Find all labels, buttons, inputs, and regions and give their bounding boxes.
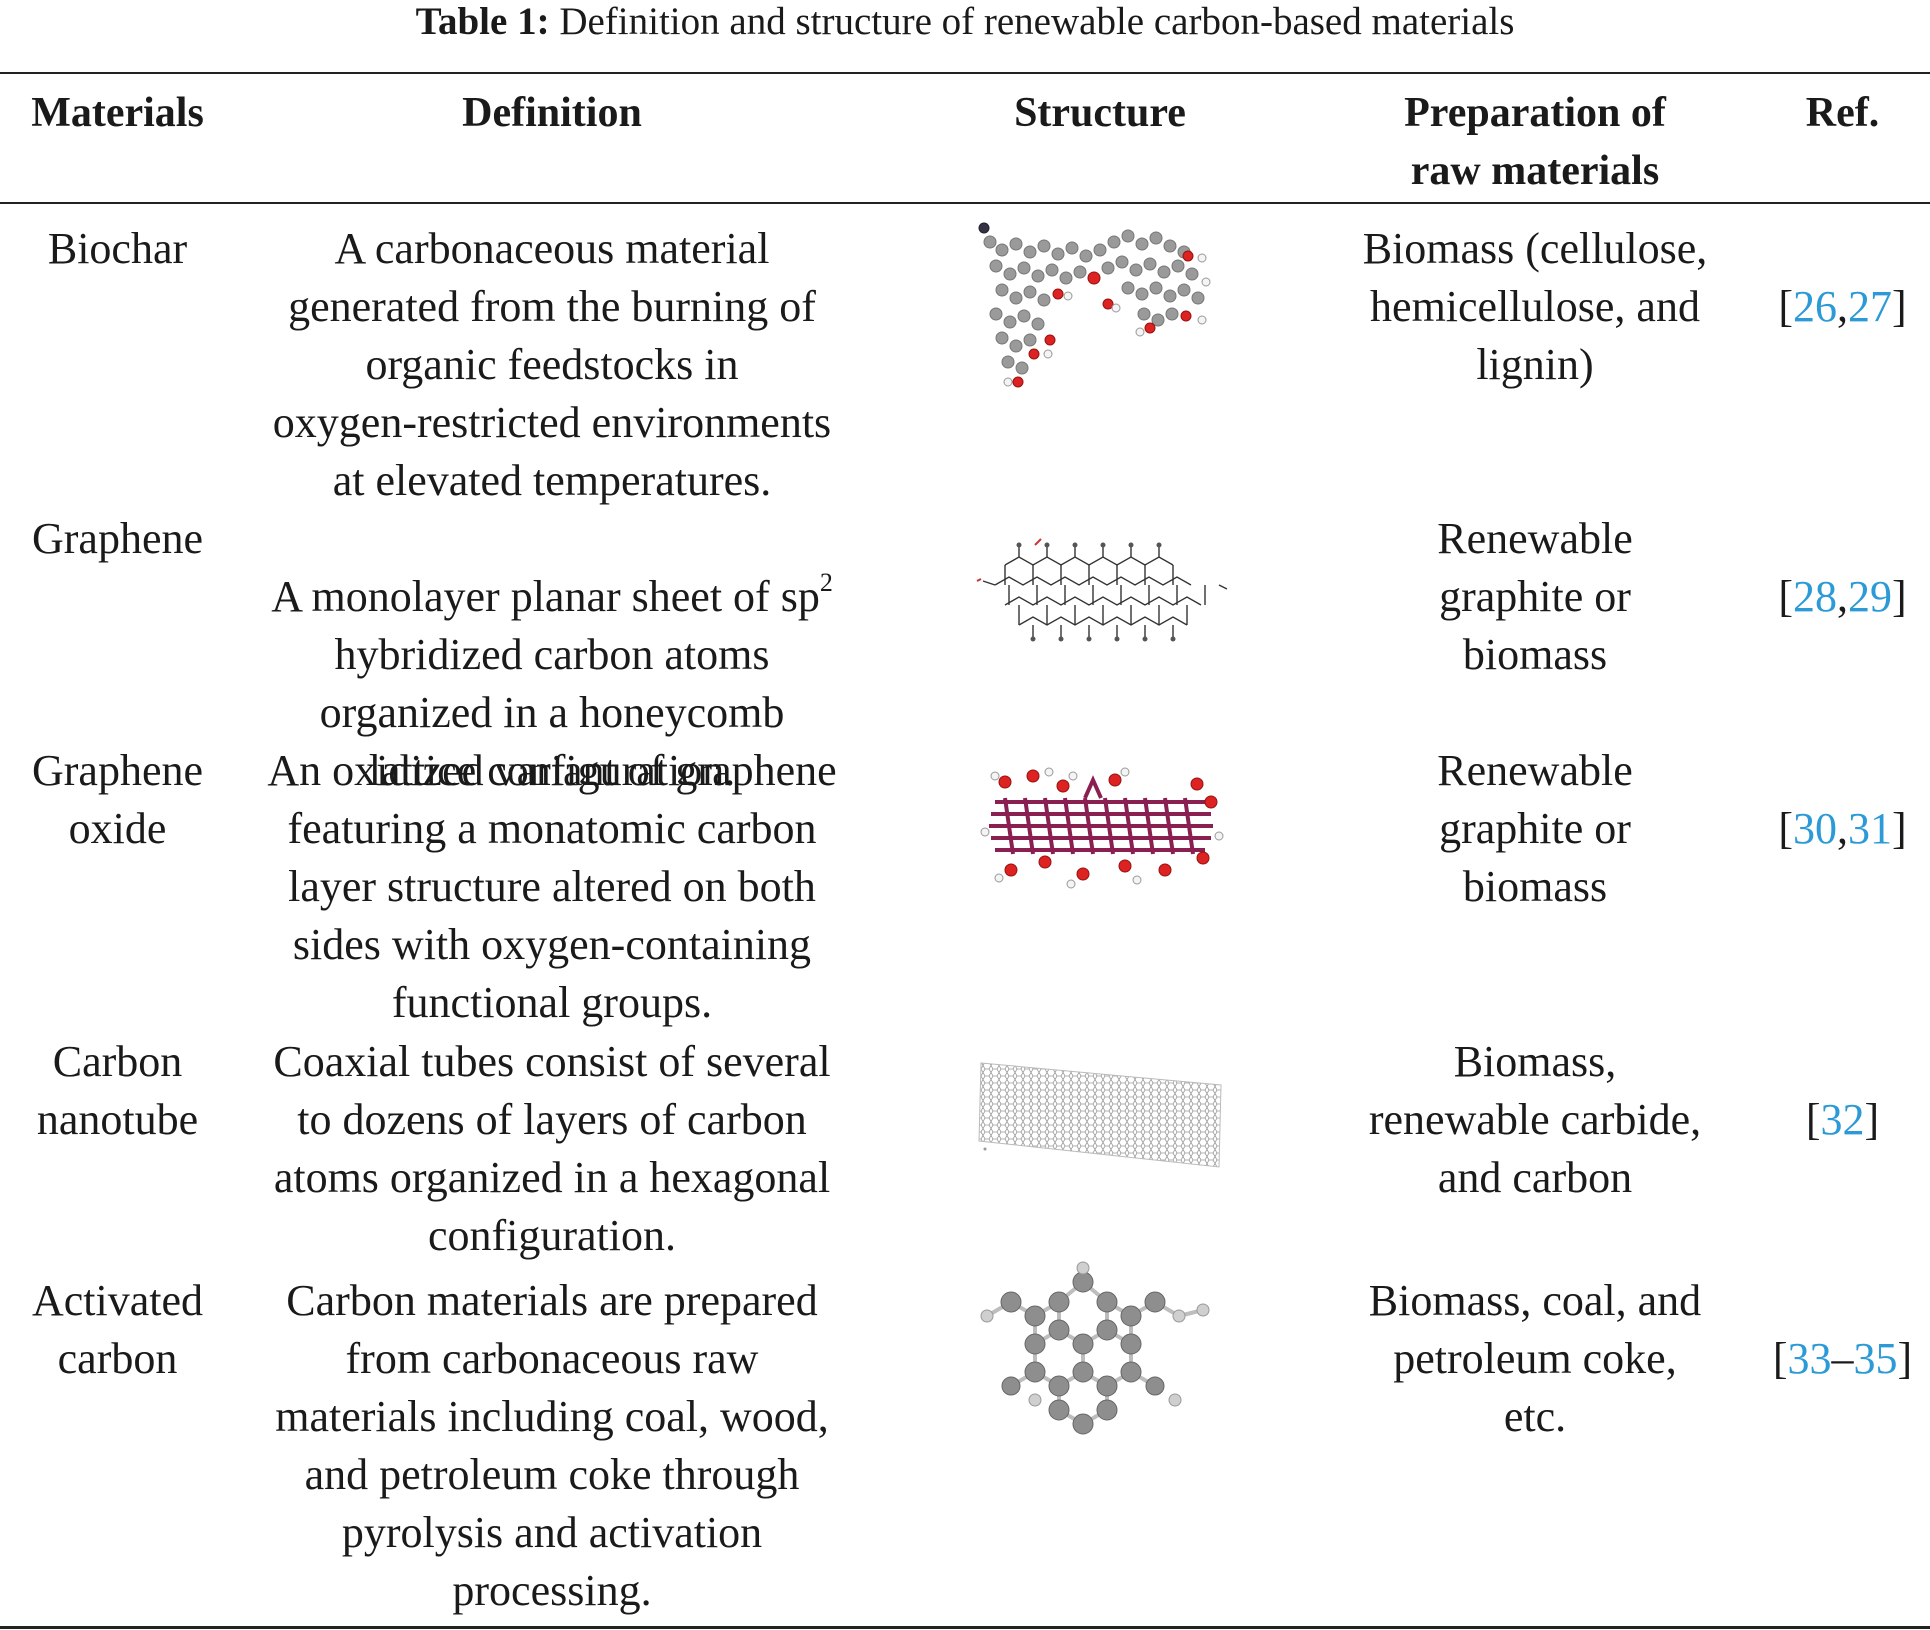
row-ref: [28,29] — [1760, 510, 1925, 626]
row-ref: [33–35] — [1760, 1272, 1925, 1388]
definition-rest: hybridized carbon atoms organized in a h… — [319, 630, 785, 795]
ref-separator: , — [1837, 572, 1848, 621]
ref-link[interactable]: 26 — [1793, 282, 1837, 331]
row-ref: [26,27] — [1760, 220, 1925, 336]
ref-bracket: ] — [1892, 804, 1907, 853]
graphene-sheet-icon — [976, 538, 1228, 642]
ref-separator: , — [1837, 804, 1848, 853]
row-preparation: Renewable graphite or biomass — [1437, 514, 1633, 679]
header-ref: Ref. — [1805, 90, 1880, 136]
header-structure: Structure — [1014, 90, 1186, 136]
ref-link[interactable]: 27 — [1848, 282, 1892, 331]
row-preparation: Biomass (cellulose, hemicellulose, and l… — [1362, 224, 1708, 389]
ref-link[interactable]: 35 — [1853, 1334, 1898, 1383]
ref-bracket: ] — [1864, 1095, 1880, 1144]
header-materials: Materials — [31, 90, 204, 136]
superscript-2: 2 — [819, 568, 833, 598]
row-preparation: Biomass, coal, and petroleum coke, etc. — [1368, 1276, 1702, 1441]
ref-link[interactable]: 30 — [1793, 804, 1837, 853]
ref-bracket: [ — [1778, 804, 1793, 853]
row-definition: A monolayer planar sheet of sp2 hybridize… — [252, 510, 852, 800]
row-definition: Carbon materials are prepared from carbo… — [275, 1276, 829, 1615]
ref-bracket: ] — [1892, 282, 1907, 331]
ref-bracket: [ — [1778, 282, 1793, 331]
bottom-rule — [0, 1626, 1930, 1629]
header-definition: Definition — [462, 90, 642, 136]
top-rule — [0, 72, 1930, 74]
ref-separator: , — [1837, 282, 1848, 331]
row-material: Biochar — [47, 224, 188, 273]
ref-link[interactable]: 28 — [1793, 572, 1837, 621]
ref-bracket: [ — [1778, 572, 1793, 621]
row-material: Activated carbon — [31, 1276, 204, 1383]
row-definition: A carbonaceous material generated from t… — [272, 224, 832, 505]
activated-carbon-molecule-icon — [980, 1261, 1210, 1435]
ref-link[interactable]: 29 — [1848, 572, 1892, 621]
table-caption: Table 1: Definition and structure of ren… — [0, 2, 1930, 42]
row-preparation: Renewable graphite or biomass — [1437, 746, 1633, 911]
ref-link[interactable]: 33 — [1787, 1334, 1832, 1383]
ref-link[interactable]: 31 — [1848, 804, 1892, 853]
ref-bracket: [ — [1772, 1334, 1788, 1383]
caption-text: Definition and structure of renewable ca… — [549, 0, 1515, 43]
ref-link[interactable]: 32 — [1820, 1095, 1865, 1144]
ref-separator: – — [1831, 1334, 1854, 1383]
header-rule — [0, 202, 1930, 204]
ref-bracket: ] — [1897, 1334, 1913, 1383]
ref-bracket: [ — [1805, 1095, 1821, 1144]
header-preparation: Preparation of raw materials — [1404, 90, 1666, 194]
row-material: Graphene — [31, 514, 203, 563]
row-ref: [30,31] — [1760, 742, 1925, 858]
ref-bracket: ] — [1892, 572, 1907, 621]
row-preparation: Biomass, renewable carbide, and carbon — [1368, 1037, 1702, 1202]
row-definition: Coaxial tubes consist of several to doze… — [273, 1037, 831, 1260]
row-material: Graphene oxide — [31, 746, 203, 853]
caption-label: Table 1: — [415, 0, 550, 43]
definition-line-1: A monolayer planar sheet of sp — [271, 572, 820, 621]
biochar-molecule-icon — [978, 222, 1211, 388]
graphene-oxide-icon — [980, 767, 1224, 889]
row-definition: An oxidized variant of graphene featurin… — [267, 746, 837, 1027]
row-ref: [32] — [1760, 1033, 1925, 1149]
carbon-nanotube-icon — [978, 1062, 1222, 1168]
row-material: Carbon nanotube — [36, 1037, 199, 1144]
